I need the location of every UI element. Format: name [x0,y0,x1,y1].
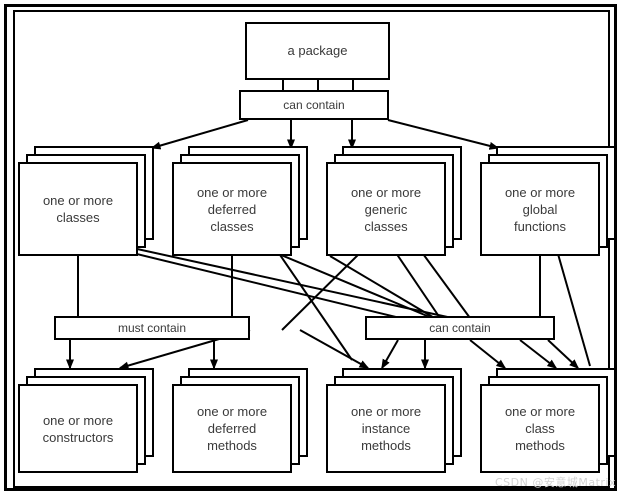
bottom-can-contain-bar[interactable]: can contain [365,316,555,340]
package-box-label: a package [287,43,348,58]
stack-global-functions-label: one or more global functions [480,162,600,256]
stack-deferred-methods[interactable]: one or more deferred methods [172,368,308,473]
stack-generic-classes-label: one or more generic classes [326,162,446,256]
stack-global-functions[interactable]: one or more global functions [480,146,616,256]
stack-deferred-classes-label: one or more deferred classes [172,162,292,256]
stack-classes[interactable]: one or more classes [18,146,154,256]
stack-constructors-label: one or more constructors [18,384,138,473]
stack-class-methods-label: one or more class methods [480,384,600,473]
top-can-contain-bar[interactable]: can contain [239,90,389,120]
stack-class-methods[interactable]: one or more class methods [480,368,616,473]
stack-deferred-methods-label: one or more deferred methods [172,384,292,473]
stack-classes-label: one or more classes [18,162,138,256]
csdn-watermark: CSDN @安意城Matrix [495,476,616,489]
stack-deferred-classes[interactable]: one or more deferred classes [172,146,308,256]
stack-constructors[interactable]: one or more constructors [18,368,154,473]
stack-instance-methods-label: one or more instance methods [326,384,446,473]
stack-instance-methods[interactable]: one or more instance methods [326,368,462,473]
package-box[interactable]: a package [245,22,390,80]
must-contain-bar[interactable]: must contain [54,316,250,340]
bottom-can-contain-label: can contain [429,321,491,335]
must-contain-label: must contain [117,321,187,335]
stack-generic-classes[interactable]: one or more generic classes [326,146,462,256]
top-can-contain-label: can contain [283,98,345,112]
